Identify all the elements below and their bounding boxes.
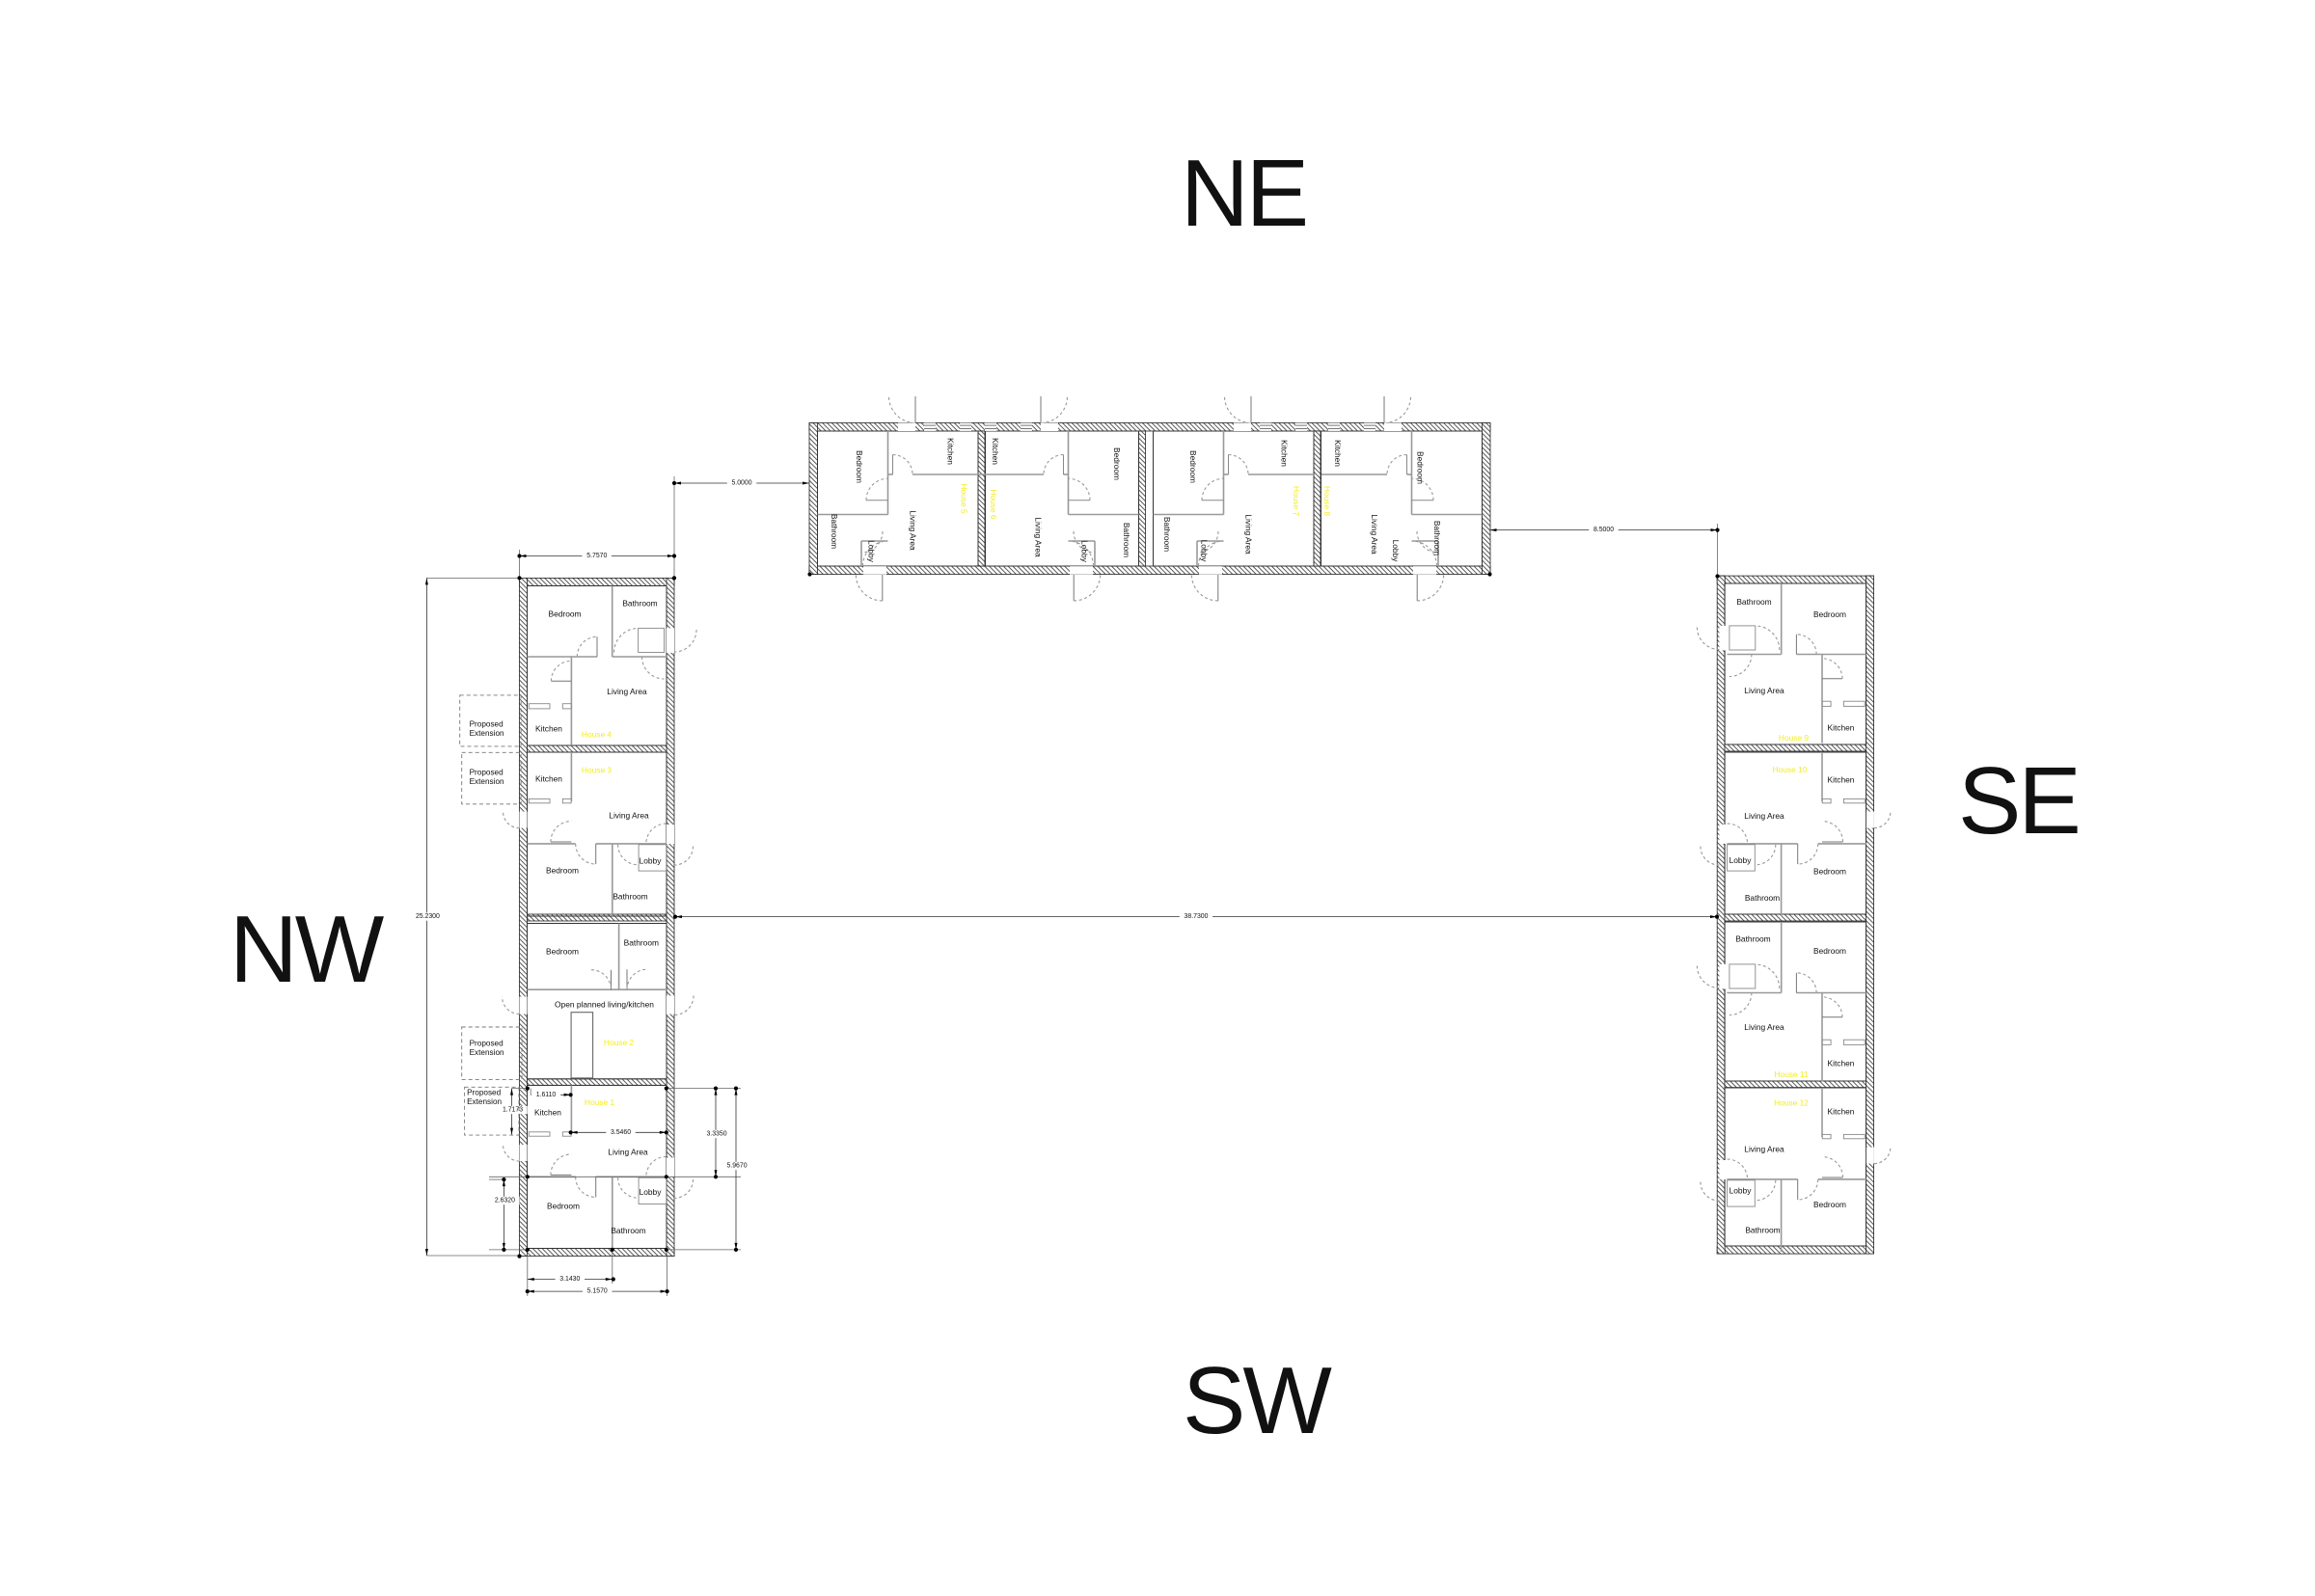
svg-text:Bedroom: Bedroom [1416,451,1426,484]
svg-text:Lobby: Lobby [640,856,663,866]
svg-text:Living Area: Living Area [1370,514,1379,555]
svg-text:Extension: Extension [470,1048,504,1057]
svg-text:Kitchen: Kitchen [1828,775,1855,785]
svg-text:House 3: House 3 [582,766,613,775]
svg-text:8.5000: 8.5000 [1593,527,1614,533]
svg-text:Kitchen: Kitchen [1828,1059,1855,1069]
svg-text:Bedroom: Bedroom [1813,609,1846,619]
svg-text:Proposed: Proposed [470,1040,504,1048]
svg-text:Bathroom: Bathroom [1736,597,1771,607]
svg-text:Lobby: Lobby [640,1187,663,1197]
svg-text:Living Area: Living Area [909,510,918,551]
svg-text:Bathroom: Bathroom [1745,1226,1780,1235]
svg-text:Bathroom: Bathroom [613,892,647,902]
svg-text:Bedroom: Bedroom [547,1202,580,1211]
svg-text:House 7: House 7 [1292,486,1301,517]
svg-text:Bathroom: Bathroom [1432,521,1442,555]
svg-text:Bathroom: Bathroom [622,599,657,609]
svg-text:Lobby: Lobby [1729,855,1753,865]
svg-text:Proposed: Proposed [467,1089,501,1097]
svg-text:Living Area: Living Area [1744,811,1784,821]
svg-text:Bedroom: Bedroom [546,947,579,957]
svg-text:Lobby: Lobby [1391,540,1401,563]
svg-text:Bedroom: Bedroom [1813,946,1846,956]
svg-text:Bedroom: Bedroom [1813,1200,1846,1209]
svg-text:House 11: House 11 [1774,1069,1809,1079]
svg-text:Kitchen: Kitchen [535,724,562,734]
svg-text:38.7300: 38.7300 [1185,913,1209,920]
svg-text:House 9: House 9 [1779,733,1810,743]
svg-text:3.3350: 3.3350 [706,1131,726,1138]
svg-text:House 2: House 2 [604,1038,635,1047]
svg-text:SE: SE [1958,747,2079,853]
svg-text:1.6110: 1.6110 [536,1092,557,1098]
svg-text:Bedroom: Bedroom [1188,450,1198,483]
svg-text:House 5: House 5 [960,483,969,514]
svg-text:House 4: House 4 [582,730,613,740]
svg-text:Kitchen: Kitchen [1333,440,1343,467]
svg-text:Extension: Extension [470,729,504,738]
svg-text:SW: SW [1183,1347,1332,1453]
svg-text:Living Area: Living Area [608,1148,648,1157]
svg-text:Bathroom: Bathroom [624,938,659,948]
svg-text:House 8: House 8 [1322,486,1332,517]
svg-text:1.7173: 1.7173 [503,1107,523,1114]
svg-text:Kitchen: Kitchen [1828,1107,1855,1117]
svg-text:Proposed: Proposed [470,769,504,777]
svg-text:Proposed: Proposed [470,720,504,729]
svg-text:House 10: House 10 [1773,765,1808,774]
svg-text:5.9670: 5.9670 [726,1163,747,1170]
svg-text:Living Area: Living Area [1244,514,1254,555]
svg-text:Living Area: Living Area [1744,1022,1784,1032]
svg-text:Lobby: Lobby [1080,540,1090,563]
svg-text:Open planned living/kitchen: Open planned living/kitchen [555,1000,654,1010]
svg-text:Kitchen: Kitchen [535,774,562,784]
svg-text:3.1430: 3.1430 [559,1276,580,1283]
svg-text:Living Area: Living Area [1744,686,1784,695]
svg-text:Bedroom: Bedroom [1112,447,1122,480]
svg-text:Bedroom: Bedroom [855,450,864,483]
svg-text:25.2300: 25.2300 [416,913,440,920]
svg-text:Kitchen: Kitchen [1828,723,1855,733]
svg-text:Living Area: Living Area [1034,517,1044,557]
svg-text:5.7570: 5.7570 [586,553,607,559]
svg-text:5.1570: 5.1570 [587,1288,608,1295]
svg-text:Bathroom: Bathroom [1745,893,1780,903]
svg-text:Kitchen: Kitchen [946,438,956,465]
svg-text:Extension: Extension [467,1097,502,1106]
svg-text:NW: NW [230,896,385,1002]
svg-text:Bedroom: Bedroom [546,866,579,876]
svg-text:Living Area: Living Area [609,811,649,821]
svg-text:Kitchen: Kitchen [534,1108,561,1118]
svg-text:Bedroom: Bedroom [1813,867,1846,877]
svg-text:NE: NE [1181,140,1306,246]
svg-text:Lobby: Lobby [1200,540,1210,563]
svg-text:House 6: House 6 [989,489,998,520]
svg-text:House 12: House 12 [1774,1098,1809,1108]
svg-text:Bathroom: Bathroom [830,514,839,549]
svg-text:Bathroom: Bathroom [1735,934,1770,944]
svg-text:House 1: House 1 [585,1097,615,1107]
svg-text:Living Area: Living Area [1744,1145,1784,1154]
svg-text:Bathroom: Bathroom [1122,523,1131,557]
svg-text:Kitchen: Kitchen [1280,440,1290,467]
svg-text:Bathroom: Bathroom [1162,517,1172,552]
svg-text:Lobby: Lobby [867,540,877,563]
svg-text:2.6320: 2.6320 [495,1198,515,1204]
svg-text:5.0000: 5.0000 [731,480,751,487]
svg-text:3.5460: 3.5460 [611,1129,631,1136]
svg-text:Bathroom: Bathroom [611,1226,645,1235]
svg-text:Living Area: Living Area [607,687,647,696]
svg-text:Extension: Extension [470,777,504,786]
svg-text:Lobby: Lobby [1729,1186,1753,1196]
svg-text:Bedroom: Bedroom [549,609,582,619]
svg-text:Kitchen: Kitchen [991,438,1000,465]
